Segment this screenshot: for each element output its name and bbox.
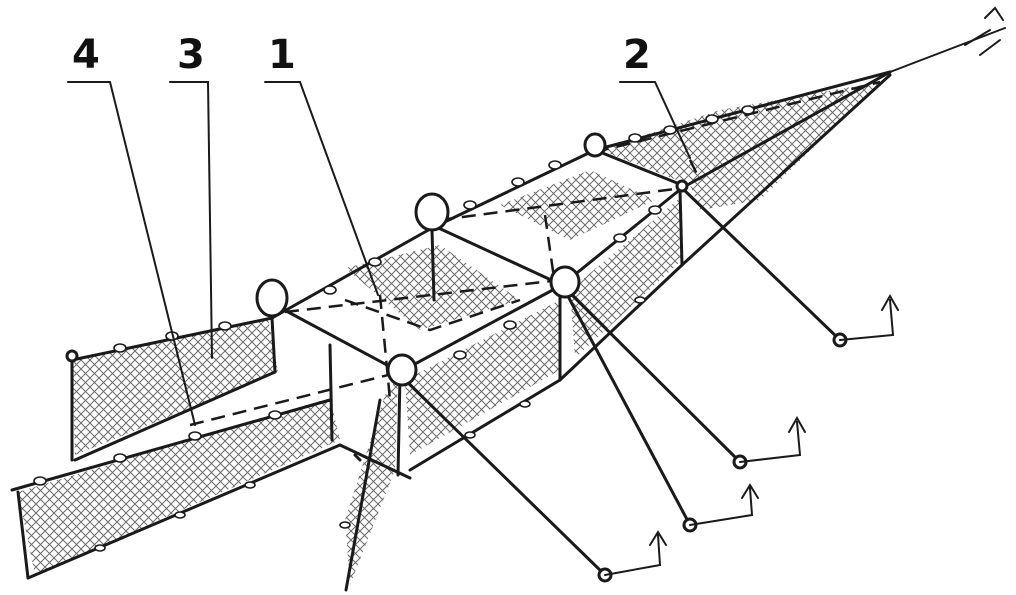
buoy-icon (549, 265, 581, 299)
anchor-icon (682, 483, 759, 533)
callout-label-3: 3 (177, 32, 205, 78)
leader-net-front (18, 398, 340, 575)
anchor-icon (597, 530, 667, 583)
callout-label-4: 4 (72, 32, 100, 78)
callouts: 4 3 1 2 (67, 32, 691, 426)
buoy-icon (255, 278, 289, 318)
chamber-upper-floor-net (500, 170, 655, 240)
chamber-side-net-right (570, 198, 682, 358)
inner-dashed-ropes (189, 80, 881, 427)
hanging-wing-net (345, 378, 398, 585)
buoy-icon (65, 349, 79, 363)
float-beads (33, 105, 755, 552)
callout-label-2: 2 (623, 32, 651, 78)
anchor-icon (732, 415, 806, 470)
anchor-icon (984, 6, 1004, 21)
buoys (65, 132, 689, 387)
buoy-icon (386, 353, 418, 387)
trap-head-side-net (690, 82, 880, 210)
callout-label-1: 1 (268, 32, 296, 78)
trap-head-net (600, 82, 880, 185)
buoy-icon (583, 132, 607, 158)
leader-net-rear (72, 318, 278, 455)
buoy-icon (675, 179, 689, 193)
anchor-icon (832, 293, 899, 348)
buoy-icon (414, 192, 450, 232)
anchor-lines (398, 6, 1004, 583)
